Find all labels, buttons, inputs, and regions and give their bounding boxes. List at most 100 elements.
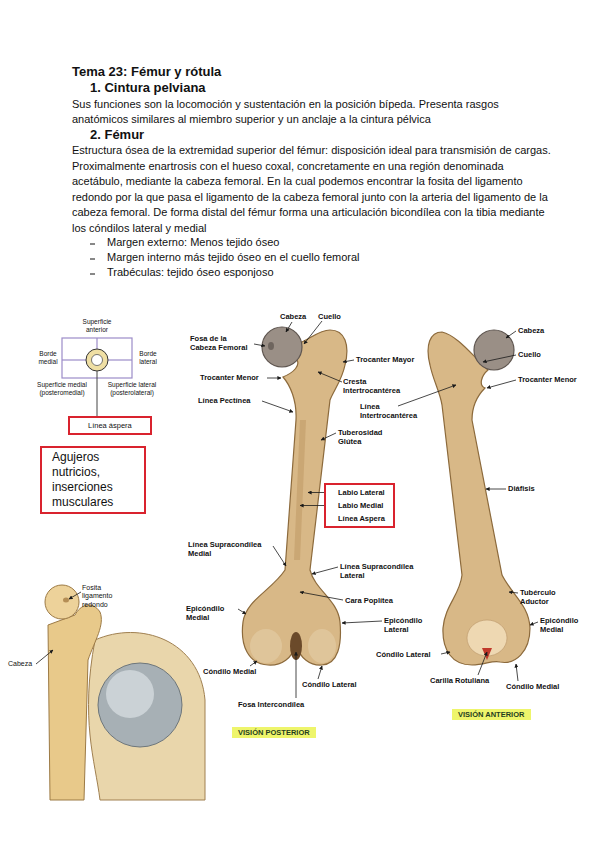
node-text: Línea áspera (88, 421, 132, 430)
leader-line (321, 433, 336, 440)
bone-ring (86, 349, 108, 371)
leader-line (318, 372, 342, 382)
section-line (108, 359, 132, 360)
leader-lines (36, 321, 538, 698)
hip-joint (45, 585, 205, 800)
leader-line (398, 385, 456, 406)
marrow-cavity (92, 355, 103, 366)
leader-line (483, 355, 516, 362)
callout-box: Línea áspera (68, 416, 152, 435)
part-label: Trocanter Mayor (356, 355, 414, 364)
leader-line (308, 492, 324, 493)
condyle (250, 629, 282, 663)
femoral-head (262, 327, 302, 367)
leader-line (69, 592, 81, 599)
patellar-arrow-mark (482, 648, 492, 660)
leader-line (441, 652, 450, 654)
part-label: Epicóndilo Medial (186, 604, 238, 622)
bullet-item: Trabéculas: tejido óseo esponjoso (107, 266, 274, 279)
section-label: Superficie medial (posteromedial) (32, 381, 92, 397)
leader-line (506, 331, 516, 338)
femoral-head (45, 585, 79, 619)
bullet-dash (90, 244, 95, 245)
section-label: Borde medial (36, 350, 60, 366)
body-paragraph: Sus funciones son la locomoción y susten… (72, 97, 546, 126)
head-fovea (268, 342, 274, 350)
leader-line (516, 664, 518, 681)
part-label: Cóndilo Lateral (376, 650, 431, 659)
section-label: Superficie anterior (82, 318, 112, 334)
node-text: Labio Medial (338, 501, 385, 510)
part-label: Cóndilo Medial (506, 682, 559, 691)
pelvis-bone (89, 633, 205, 801)
part-label: Línea Pectínea (198, 396, 251, 405)
part-label: Cuello (318, 312, 341, 321)
part-label: Trocanter Menor (518, 375, 577, 384)
femoral-head (474, 330, 514, 370)
leader-line (296, 652, 297, 698)
leader-line (304, 321, 322, 344)
leader-line (238, 609, 246, 614)
view-caption: VISIÓN ANTERIOR (452, 709, 531, 720)
node-text: Labio Lateral (338, 488, 385, 497)
linea-aspera-ridge (294, 420, 306, 560)
leader-line (36, 650, 53, 664)
node-text: Agujeros nutricios, inserciones muscular… (52, 450, 134, 510)
bullet-item: Margen interno más tejido óseo en el cue… (107, 251, 360, 264)
page-title: Tema 23: Fémur y rótula (72, 64, 221, 79)
part-label: Trocanter Menor (200, 373, 259, 382)
part-label: Cóndilo Lateral (302, 680, 357, 689)
leader-line (286, 322, 292, 332)
part-label: Epicóndilo Medial (540, 616, 592, 634)
leader-line (262, 401, 293, 412)
section-heading: 1. Cintura pelviana (90, 80, 206, 96)
leader-line (273, 546, 286, 566)
node-text: VISIÓN POSTERIOR (238, 728, 310, 737)
part-label: Fosa Intercondílea (238, 700, 304, 709)
bullet-dash (90, 274, 95, 275)
part-label: Cabeza (280, 312, 306, 321)
body-paragraph: Estructura ósea de la extremidad superio… (72, 143, 552, 237)
leader-line (343, 360, 354, 362)
section-heading: 2. Fémur (90, 127, 144, 143)
leader-line (486, 489, 506, 490)
femur-bone (428, 332, 530, 665)
part-label: Cóndilo Medial (203, 667, 256, 676)
leader-line (97, 371, 98, 416)
leader-line (250, 661, 257, 666)
leader-line (300, 592, 343, 600)
part-label: Cabeza (518, 326, 544, 335)
node-text: VISIÓN ANTERIOR (458, 710, 525, 719)
leader-line (300, 505, 324, 506)
bullet-dash (90, 259, 95, 260)
femur-anterior (428, 330, 530, 665)
node-text: Línea Aspera (338, 514, 385, 523)
section-label: Borde lateral (135, 350, 161, 366)
part-label: Línea Supracondílea Medial (188, 540, 274, 558)
section-line (96, 338, 97, 349)
callout-box: Agujeros nutricios, inserciones muscular… (40, 446, 146, 514)
part-label: Línea Supracondílea Lateral (340, 562, 426, 580)
part-label: Fosita ligamento redondo (82, 584, 124, 609)
part-label: Cuello (518, 350, 541, 359)
leader-line (342, 621, 382, 623)
part-label: Cabeza (8, 660, 32, 668)
part-label: Cara Poplítea (345, 596, 393, 605)
leader-line (267, 378, 281, 379)
part-label: Línea Intertrocantérea (360, 402, 438, 420)
leader-line (487, 380, 516, 388)
leader-line (312, 567, 338, 574)
view-caption: VISIÓN POSTERIOR (232, 727, 316, 738)
cross-section (62, 338, 132, 416)
part-label: Cresta Intertrocantérea (343, 377, 419, 395)
proximal-femur (48, 605, 101, 800)
leader-line (254, 344, 265, 346)
head-fovea (63, 598, 69, 603)
leader-line (530, 622, 538, 625)
part-label: Fosa de la Cabeza Femoral (190, 334, 254, 352)
section-line (62, 359, 86, 360)
part-label: Epicóndilo Lateral (384, 616, 432, 634)
acetabulum (98, 663, 182, 747)
